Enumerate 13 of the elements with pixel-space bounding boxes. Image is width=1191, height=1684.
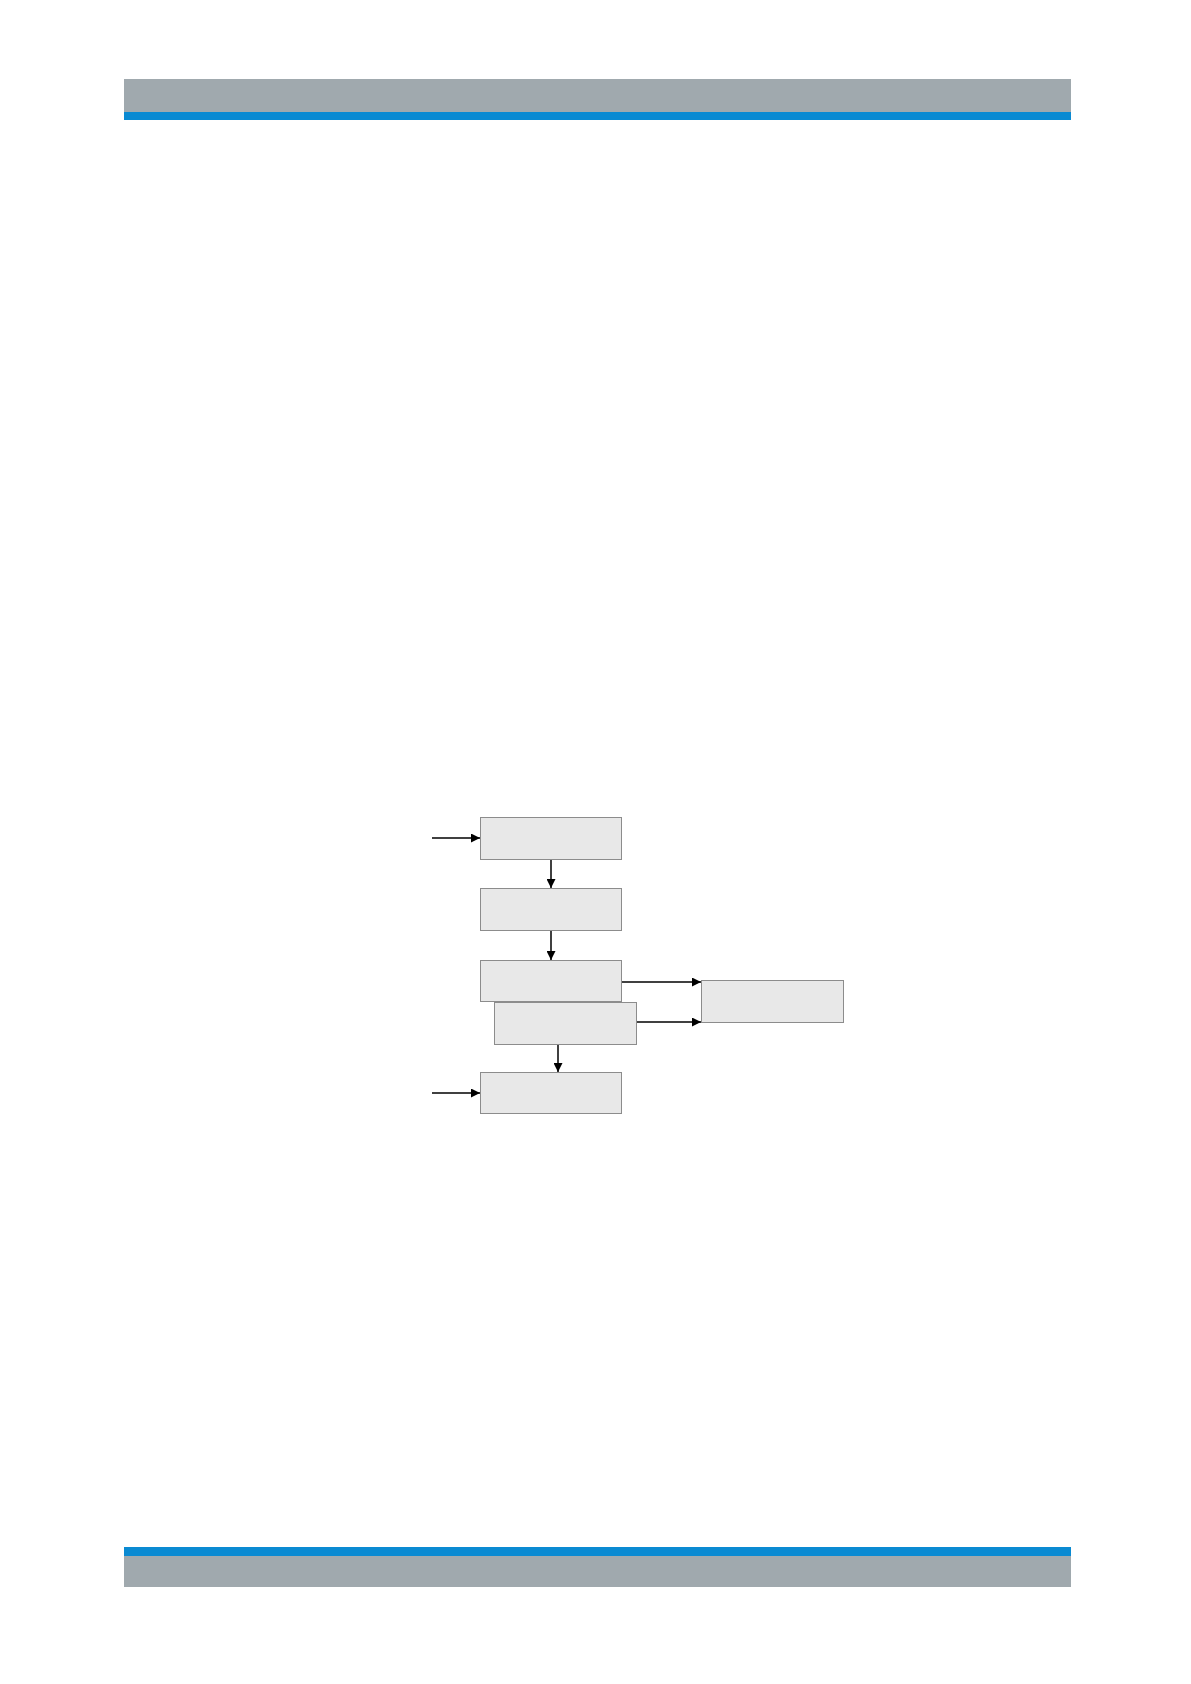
arrow: [546, 930, 556, 961]
arrow: [553, 1044, 563, 1073]
process-box: [480, 817, 622, 860]
arrow: [621, 977, 702, 987]
process-box: [480, 960, 622, 1002]
arrow: [431, 833, 481, 843]
process-box: [494, 1002, 637, 1045]
process-box: [480, 1072, 622, 1114]
arrow: [431, 1088, 481, 1098]
arrow: [546, 859, 556, 889]
process-box: [480, 888, 622, 931]
arrow: [636, 1017, 702, 1027]
process-box: [701, 980, 844, 1023]
